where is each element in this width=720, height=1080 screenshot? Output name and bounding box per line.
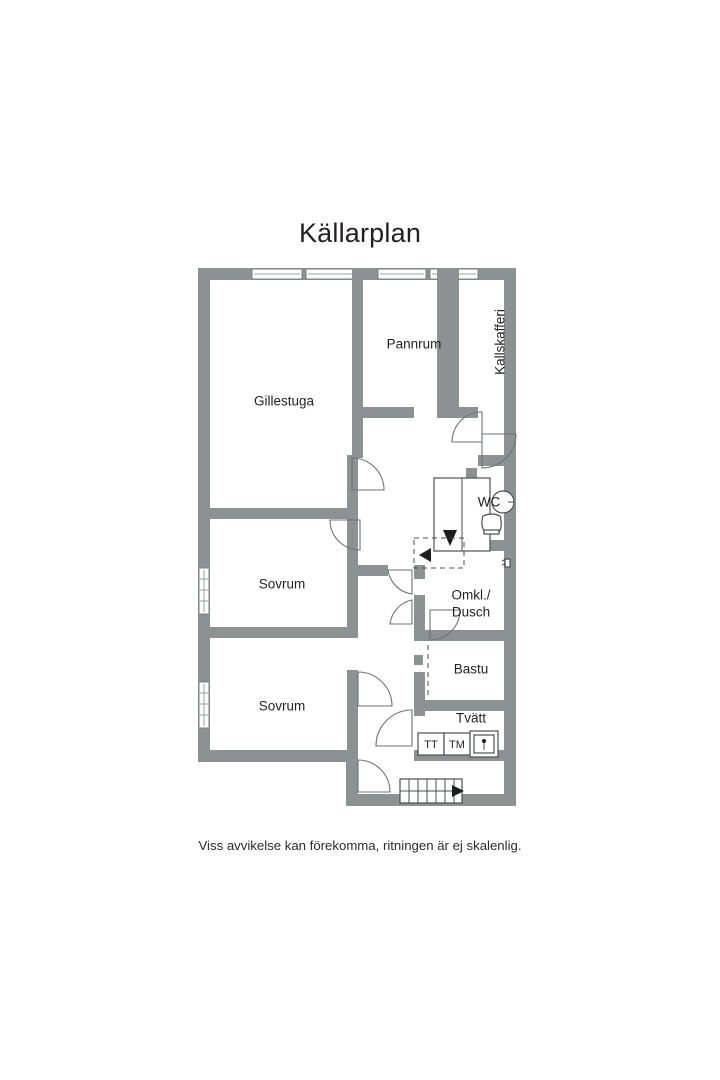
room-label-wc: WC [478,495,501,510]
door-tvatt [375,709,413,747]
bastu-bench [414,645,429,697]
door-hall-b [389,599,413,625]
room-label-tvatt: Tvätt [456,711,486,726]
entry-stair [399,778,464,804]
window-top-3 [377,268,427,280]
window-group-left [198,567,210,729]
wc-fixtures [481,490,515,535]
appliance-label-tm: TM [449,739,465,751]
room-label-kallskafferi: Kallskafferi [493,309,508,375]
room-label-omkl: Omkl./ [452,588,491,603]
window-left-2 [198,681,210,729]
room-label-sovrum-1: Sovrum [259,577,306,592]
appliance-label-tt: TT [424,739,438,751]
door-swings [329,411,517,793]
window-left-1 [198,567,210,615]
window-top-2 [305,268,357,280]
room-label-gillestuga: Gillestuga [254,394,315,409]
door-sovrum-2 [357,671,393,707]
wall-fixture-mark [501,558,511,568]
laundry-appliances [417,730,499,758]
door-hall-a [387,569,413,595]
door-gillestuga [351,457,385,491]
page-title: Källarplan [298,218,422,248]
door-omkl-dusch [429,609,461,641]
door-sovrum-1 [329,519,361,551]
door-wc [481,433,517,469]
room-label-dusch: Dusch [452,605,490,620]
window-top-1 [251,268,303,280]
room-label-bastu: Bastu [454,662,489,677]
door-kallskafferi [451,411,483,443]
room-label-sovrum-2: Sovrum [259,699,306,714]
plan-caption: Viss avvikelse kan förekomma, ritningen … [198,838,522,853]
interior-stair [413,477,491,569]
room-label-pannrum: Pannrum [387,337,442,352]
door-entry [357,759,391,793]
